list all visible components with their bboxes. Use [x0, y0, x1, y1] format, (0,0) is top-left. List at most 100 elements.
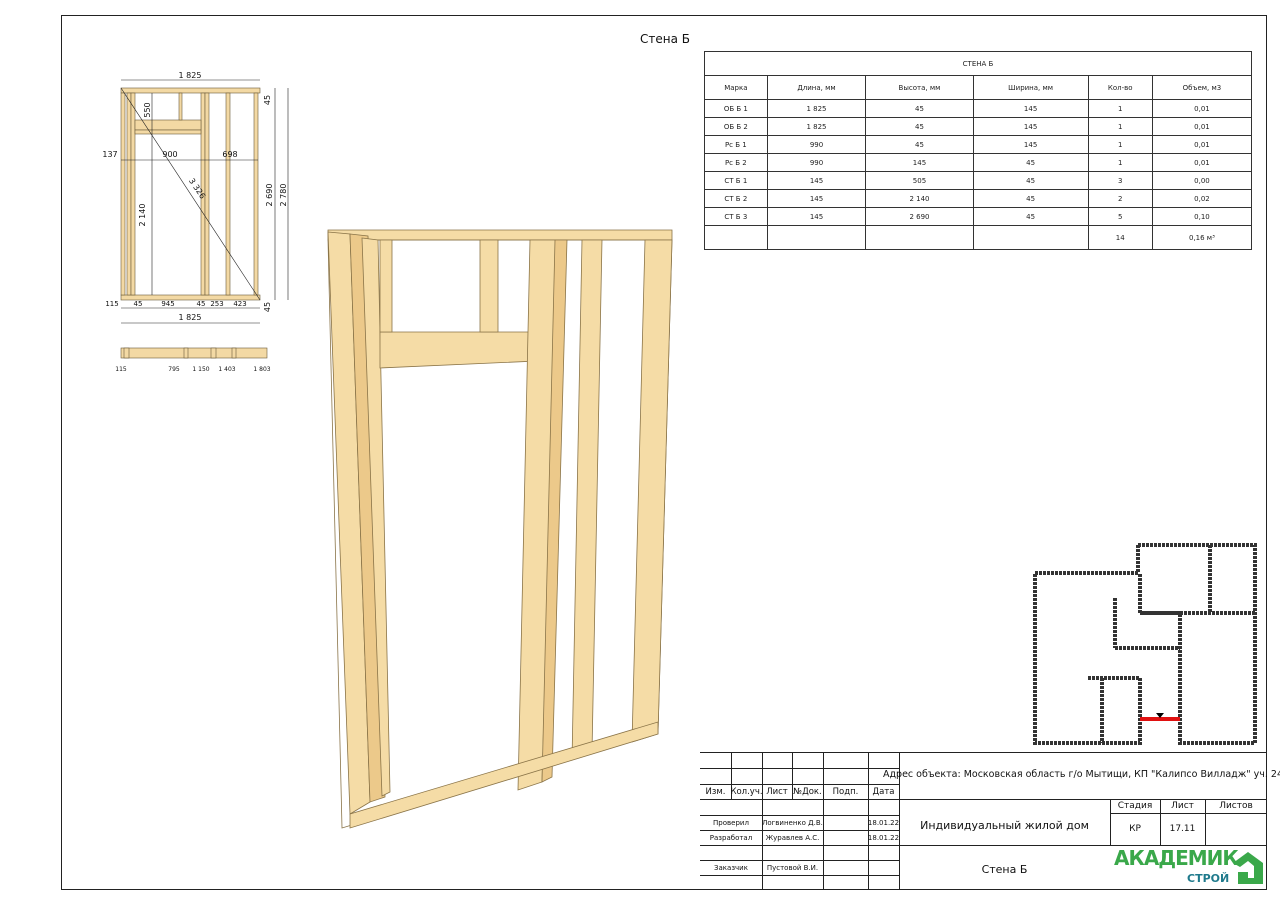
column-header: Объем, м3	[1151, 75, 1253, 100]
table-cell: 0,01	[1151, 135, 1253, 154]
logo-sub: СТРОЙ	[1187, 872, 1230, 885]
table-cell: ОБ Б 2	[704, 117, 768, 136]
person-date: 18.01.22	[867, 833, 900, 842]
table-cell: 2 690	[865, 207, 974, 226]
column-header: Высота, мм	[865, 75, 974, 100]
project-name: Индивидуальный жилой дом	[920, 818, 1089, 832]
top-plate-3d	[327, 229, 673, 241]
table-cell: 2 140	[865, 189, 974, 208]
dim-plan-mark: 115	[115, 366, 127, 373]
sheet-frame	[61, 15, 1267, 890]
person-name: Логвиненко Д.В.	[762, 818, 823, 827]
dim-plan-mark: 795	[168, 366, 180, 373]
title-col-header: Дата	[872, 786, 895, 797]
object-address: Адрес объекта: Московская область г/о Мы…	[882, 768, 1280, 780]
dim-bottom-segment: 945	[161, 300, 174, 308]
dim-bottom-segment: 45	[197, 300, 206, 308]
title-col-header: Лист	[766, 786, 788, 797]
dim-total-height: 2 780	[279, 184, 288, 207]
sheet-title: Стена Б	[640, 32, 690, 46]
dim-plan-mark: 1 803	[253, 366, 270, 373]
top-plate	[120, 87, 261, 94]
column-header: Марка	[704, 75, 768, 100]
table-title: СТЕНА Б	[704, 51, 1252, 76]
table-cell: Рс Б 2	[704, 153, 768, 172]
table-cell: 45	[865, 117, 974, 136]
person-date	[868, 860, 899, 875]
table-cell: 145	[766, 207, 867, 226]
total-volume: 0,16 м³	[1151, 225, 1253, 250]
sheet-value: 17.11	[1169, 824, 1196, 834]
table-cell: 0,10	[1151, 207, 1253, 226]
sheets-header: Листов	[1219, 801, 1253, 811]
bottom-plate	[120, 294, 261, 301]
table-cell: 145	[972, 99, 1089, 118]
title-col-header: №Док.	[793, 786, 822, 797]
wall-elevation-drawing: 1 825 1 825 137 900 698 2 140 2 690 2 78…	[102, 71, 289, 373]
title-col-header: Кол.уч.	[730, 786, 763, 797]
title-col-header: Подп.	[832, 786, 859, 797]
table-cell: 0,00	[1151, 171, 1253, 190]
dim-opening-height: 2 140	[138, 204, 147, 227]
house-logo-icon	[1233, 852, 1263, 884]
person-role: Проверил	[713, 818, 749, 827]
person-date: 18.01.22	[867, 818, 900, 827]
table-cell: 145	[972, 117, 1089, 136]
dim-plan-mark: 1 403	[218, 366, 235, 373]
table-cell: 0,01	[1151, 99, 1253, 118]
table-cell: СТ Б 3	[704, 207, 768, 226]
table-cell: 1 825	[766, 117, 867, 136]
table-cell: 5	[1087, 207, 1153, 226]
table-cell: 45	[972, 189, 1089, 208]
dim-bottom-segment: 115	[105, 300, 118, 308]
dim-lintel: 550	[143, 102, 152, 117]
table-cell: Рс Б 1	[704, 135, 768, 154]
wall-3d-view	[327, 229, 673, 829]
table-cell: 45	[865, 135, 974, 154]
table-cell: 1	[1087, 153, 1153, 172]
table-cell: 1	[1087, 99, 1153, 118]
person-role: Разработал	[709, 833, 753, 842]
bottom-plate-3d	[349, 721, 659, 829]
table-cell: 145	[766, 171, 867, 190]
table-cell: 0,01	[1151, 117, 1253, 136]
column-header: Кол-во	[1087, 75, 1153, 100]
table-cell: СТ Б 2	[704, 189, 768, 208]
column-header: Длина, мм	[766, 75, 867, 100]
dim-bottom-segment: 423	[233, 300, 246, 308]
sheet-header: Лист	[1171, 801, 1194, 811]
dim-top-plate: 45	[263, 95, 272, 105]
total-count: 14	[1087, 225, 1153, 250]
table-cell: 990	[766, 135, 867, 154]
table-cell: 145	[865, 153, 974, 172]
person-name: Журавлев А.С.	[765, 833, 820, 842]
table-cell: 45	[865, 99, 974, 118]
dim-bottom-segment: 253	[210, 300, 223, 308]
table-cell: 145	[766, 189, 867, 208]
table-cell: 145	[972, 135, 1089, 154]
dim-left-offset: 137	[102, 150, 117, 159]
table-cell: 1 825	[766, 99, 867, 118]
table-cell: 45	[972, 153, 1089, 172]
table-cell: 0,01	[1151, 153, 1253, 172]
stage-value: КР	[1129, 824, 1141, 834]
view-arrow-icon	[1156, 713, 1164, 718]
stage-header: Стадия	[1117, 801, 1153, 811]
dim-bottom-width: 1 825	[179, 313, 202, 322]
table-cell: 2	[1087, 189, 1153, 208]
floor-plan-key	[1033, 543, 1257, 745]
person-name: Пустовой В.И.	[766, 863, 819, 872]
dim-bottom-segment: 45	[134, 300, 143, 308]
dim-top-width: 1 825	[179, 71, 202, 80]
dim-right-width: 698	[222, 150, 237, 159]
person-role: Заказчик	[714, 863, 748, 872]
